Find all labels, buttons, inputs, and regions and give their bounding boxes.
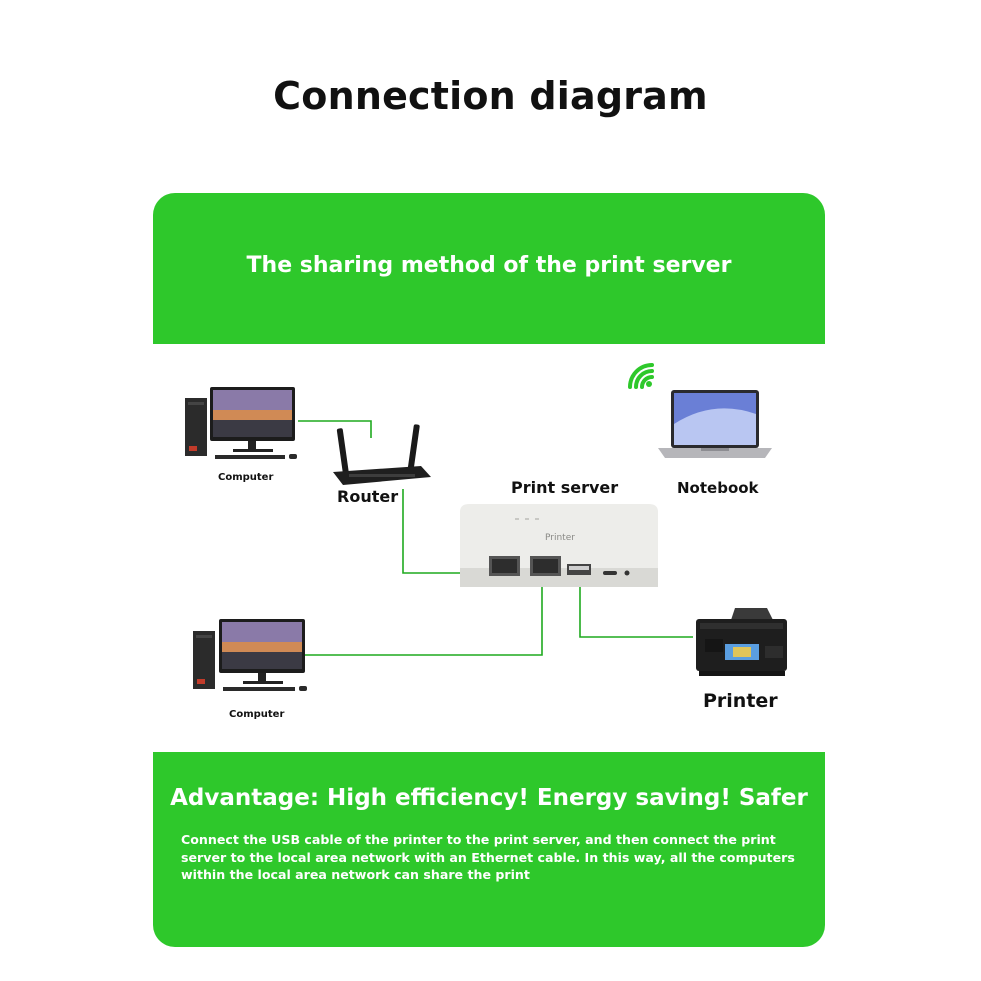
page-title: Connection diagram	[273, 74, 708, 118]
diagram-card: The sharing method of the print server	[153, 193, 825, 947]
cable-computer-router	[298, 420, 372, 438]
laptop-icon	[658, 390, 772, 458]
computer-bottom-label: Computer	[229, 709, 285, 720]
printer-icon	[696, 608, 787, 676]
wifi-icon	[628, 363, 654, 389]
cable-computer-server	[305, 582, 543, 656]
print-server-icon	[460, 504, 658, 587]
diagram-panel: Computer Router Print server Notebook Pr…	[153, 344, 825, 752]
print-server-label: Print server	[511, 478, 619, 497]
advantage-heading: Advantage: High efficiency! Energy savin…	[170, 785, 808, 811]
computer-top-label: Computer	[218, 472, 274, 483]
diagram-illustration	[185, 363, 787, 691]
router-label: Router	[337, 487, 399, 506]
desktop-computer-icon-bottom	[193, 619, 307, 691]
desktop-computer-icon	[185, 387, 297, 459]
card-heading: The sharing method of the print server	[246, 253, 732, 278]
cable-server-printer	[579, 582, 693, 638]
router-icon	[333, 424, 431, 485]
description-text: Connect the USB cable of the printer to …	[181, 832, 795, 882]
print-server-brand: Printer	[545, 533, 575, 543]
printer-label: Printer	[703, 690, 778, 712]
notebook-label: Notebook	[677, 479, 759, 497]
